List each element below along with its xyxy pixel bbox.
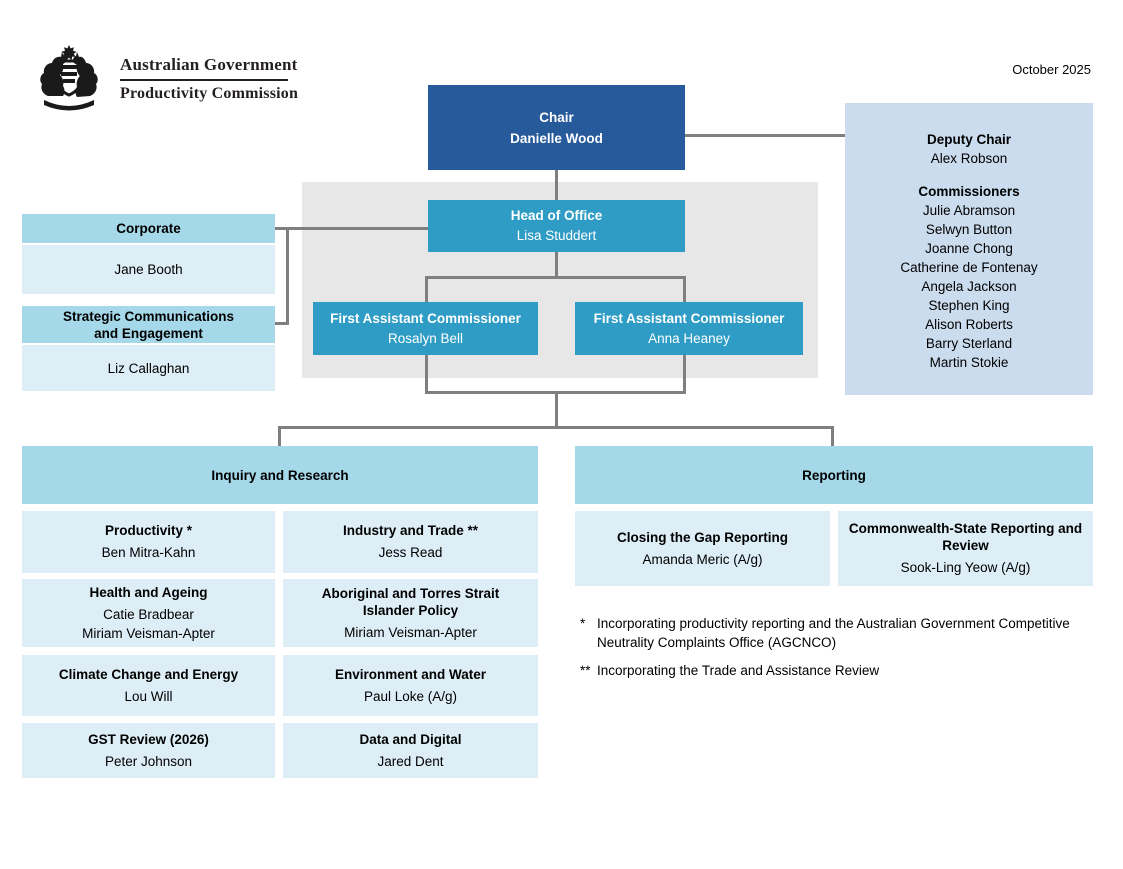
strategic-comms-body: Liz Callaghan — [22, 345, 275, 391]
connector-head-corporate — [275, 227, 428, 230]
strategic-comms-title: Strategic Communications and Engagement — [62, 308, 235, 341]
agency-logo: Australian Government Productivity Commi… — [28, 44, 298, 114]
deputy-commissioners-panel: Deputy Chair Alex Robson Commissioners J… — [845, 103, 1093, 395]
unit-closing-the-gap: Closing the Gap Reporting Amanda Meric (… — [575, 511, 830, 586]
commissioner-name: Alison Roberts — [925, 317, 1013, 332]
footnote-text: Incorporating productivity reporting and… — [597, 616, 1070, 650]
head-of-office-title: Head of Office — [510, 208, 603, 223]
fac-title: First Assistant Commissioner — [593, 310, 785, 326]
connector-chair-head — [555, 170, 558, 200]
unit-name: Sook-Ling Yeow (A/g) — [900, 560, 1031, 575]
footnote-trade: ** Incorporating the Trade and Assistanc… — [580, 661, 1085, 680]
logo-government-label: Australian Government — [120, 55, 298, 74]
unit-name: Lou Will — [124, 688, 173, 704]
inquiry-research-title: Inquiry and Research — [211, 467, 349, 483]
footnote-text: Incorporating the Trade and Assistance R… — [597, 663, 880, 678]
fac-name: Rosalyn Bell — [387, 330, 464, 346]
commissioner-name: Joanne Chong — [925, 241, 1013, 256]
fac-name: Anna Heaney — [648, 330, 730, 346]
connector-fac-split — [425, 276, 686, 279]
unit-industry-trade: Industry and Trade ** Jess Read — [283, 511, 538, 573]
commissioner-name: Catherine de Fontenay — [900, 260, 1038, 275]
fac-title: First Assistant Commissioner — [330, 310, 521, 326]
corporate-name: Jane Booth — [114, 262, 183, 277]
unit-name: Jared Dent — [377, 753, 444, 769]
connector-inquiry-drop — [278, 426, 281, 446]
connector-fac2-drop — [683, 276, 686, 302]
strategic-comms-header: Strategic Communications and Engagement — [22, 306, 275, 343]
unit-data-digital: Data and Digital Jared Dent — [283, 723, 538, 778]
corporate-body: Jane Booth — [22, 245, 275, 294]
corporate-header: Corporate — [22, 214, 275, 243]
commissioner-name: Stephen King — [928, 298, 1010, 313]
deputy-chair-title: Deputy Chair — [926, 132, 1011, 147]
unit-title: Commonwealth-State Reporting and Review — [848, 521, 1083, 553]
footnotes: * Incorporating productivity reporting a… — [580, 614, 1085, 689]
unit-commonwealth-state: Commonwealth-State Reporting and Review … — [838, 511, 1093, 586]
unit-aboriginal-torres-strait: Aboriginal and Torres Strait Islander Po… — [283, 579, 538, 647]
connector-head-down — [555, 252, 558, 279]
commissioner-name: Julie Abramson — [922, 203, 1016, 218]
unit-gst-review: GST Review (2026) Peter Johnson — [22, 723, 275, 778]
unit-title: Climate Change and Energy — [58, 666, 239, 682]
footnote-marker: * — [580, 616, 586, 631]
unit-health-ageing: Health and Ageing Catie Bradbear Miriam … — [22, 579, 275, 647]
logo-commission-label: Productivity Commission — [120, 85, 299, 102]
connector-fac1-drop — [425, 276, 428, 302]
unit-title: GST Review (2026) — [88, 731, 209, 747]
commissioner-name: Barry Sterland — [925, 336, 1013, 351]
connector-fac2-down — [683, 355, 686, 394]
unit-environment-water: Environment and Water Paul Loke (A/g) — [283, 655, 538, 716]
commissioner-name: Selwyn Button — [925, 222, 1013, 237]
unit-title: Health and Ageing — [89, 584, 208, 600]
connector-chair-deputy — [685, 134, 845, 137]
head-of-office-name: Lisa Studdert — [516, 228, 597, 243]
unit-name: Amanda Meric (A/g) — [642, 551, 763, 567]
unit-title: Productivity * — [104, 523, 193, 538]
unit-name: Peter Johnson — [104, 753, 193, 769]
connector-sections-bar — [278, 426, 834, 429]
commissioner-name: Martin Stokie — [929, 355, 1009, 370]
chair-name: Danielle Wood — [510, 130, 603, 146]
logo-divider — [120, 79, 288, 81]
connector-corporate-elbow — [286, 227, 289, 325]
connector-center-down — [555, 391, 558, 428]
inquiry-research-header: Inquiry and Research — [22, 446, 538, 504]
coat-of-arms-icon — [40, 45, 98, 111]
unit-name: Catie Bradbear — [103, 606, 194, 622]
reporting-title: Reporting — [802, 467, 866, 483]
logo-text: Australian Government Productivity Commi… — [120, 55, 298, 103]
connector-strategic-stub — [275, 322, 289, 325]
unit-name: Ben Mitra-Kahn — [101, 545, 196, 560]
unit-title: Aboriginal and Torres Strait Islander Po… — [321, 585, 500, 618]
reporting-header: Reporting — [575, 446, 1093, 504]
unit-name: Miriam Veisman-Apter — [344, 624, 477, 640]
unit-climate-energy: Climate Change and Energy Lou Will — [22, 655, 275, 716]
commissioner-name: Angela Jackson — [921, 279, 1017, 294]
fac-box-2: First Assistant Commissioner Anna Heaney — [575, 302, 803, 355]
unit-name: Jess Read — [378, 545, 443, 560]
chair-box: Chair Danielle Wood — [428, 85, 685, 170]
fac-box-1: First Assistant Commissioner Rosalyn Bel… — [313, 302, 538, 355]
corporate-title: Corporate — [116, 221, 181, 236]
unit-title: Environment and Water — [334, 666, 487, 682]
unit-productivity: Productivity * Ben Mitra-Kahn — [22, 511, 275, 573]
unit-title: Industry and Trade ** — [342, 523, 479, 538]
deputy-chair-name: Alex Robson — [930, 151, 1008, 166]
unit-title: Data and Digital — [359, 731, 462, 747]
date-label: October 2025 — [1012, 62, 1091, 77]
connector-fac1-down — [425, 355, 428, 394]
unit-name: Miriam Veisman-Apter — [82, 625, 215, 641]
unit-name: Paul Loke (A/g) — [363, 688, 458, 704]
footnote-productivity: * Incorporating productivity reporting a… — [580, 614, 1085, 652]
chair-title: Chair — [539, 109, 574, 125]
strategic-comms-name: Liz Callaghan — [107, 360, 190, 376]
unit-title: Closing the Gap Reporting — [617, 529, 788, 545]
footnote-marker: ** — [580, 663, 591, 678]
connector-reporting-drop — [831, 426, 834, 446]
commissioners-title: Commissioners — [918, 184, 1020, 199]
head-of-office-box: Head of Office Lisa Studdert — [428, 200, 685, 252]
